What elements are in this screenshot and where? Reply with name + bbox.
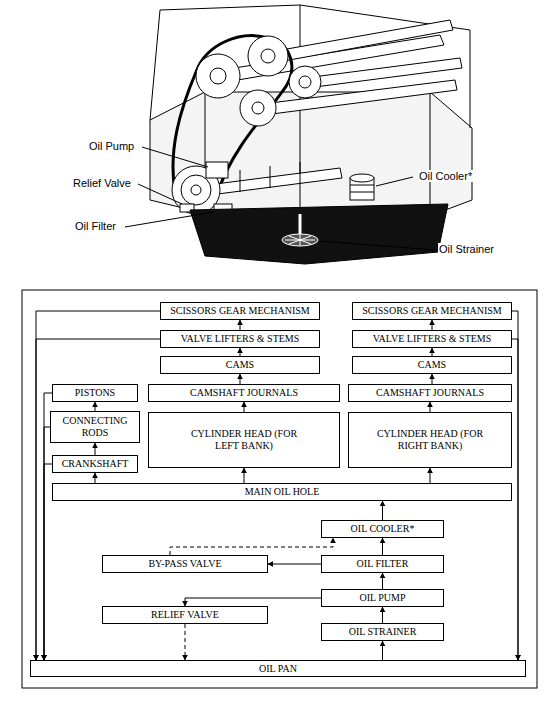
process-box: VALVE LIFTERS & STEMS	[352, 330, 512, 348]
process-box: SCISSORS GEAR MECHANISM	[352, 302, 512, 320]
process-box: CYLINDER HEAD (FOR RIGHT BANK)	[348, 412, 512, 468]
box-text: CAMSHAFT JOURNALS	[376, 387, 484, 399]
box-text: SCISSORS GEAR MECHANISM	[170, 305, 309, 317]
process-box: MAIN OIL HOLE	[52, 483, 512, 501]
process-box: RELIEF VALVE	[102, 606, 268, 624]
flow-arrow	[244, 402, 245, 412]
flow-arrow	[512, 311, 518, 660]
box-text: CYLINDER HEAD (FOR RIGHT BANK)	[370, 428, 490, 452]
flow-arrow	[240, 348, 241, 356]
flow-arrow	[244, 468, 245, 483]
part-name: Oil Strainer	[438, 243, 495, 255]
process-box: OIL COOLER*	[321, 520, 444, 538]
process-box: OIL STRAINER	[321, 623, 444, 641]
box-text: MAIN OIL HOLE	[245, 486, 320, 498]
flow-arrow	[430, 402, 431, 412]
flow-arrow	[44, 427, 50, 660]
box-text: OIL PUMP	[359, 592, 405, 604]
process-box: BY-PASS VALVE	[102, 555, 268, 573]
box-text: CYLINDER HEAD (FOR LEFT BANK)	[184, 428, 304, 452]
box-text: VALVE LIFTERS & STEMS	[373, 333, 492, 345]
flow-arrow	[382, 538, 383, 555]
part-name: Oil Filter	[74, 220, 117, 232]
flow-arrow	[95, 473, 96, 483]
process-box: CONNECTING RODS	[50, 411, 140, 443]
flow-arrow	[430, 468, 431, 483]
process-box: CRANKSHAFT	[52, 455, 138, 473]
process-box: OIL PAN	[30, 660, 526, 677]
box-text: CAMSHAFT JOURNALS	[190, 387, 298, 399]
flow-arrow	[170, 538, 333, 555]
flow-arrow	[382, 501, 383, 520]
chart-frame	[22, 290, 537, 688]
process-box: CAMS	[160, 356, 320, 374]
process-box: CYLINDER HEAD (FOR LEFT BANK)	[148, 412, 340, 468]
part-name: Oil Cooler*	[418, 170, 473, 182]
process-box: OIL PUMP	[321, 589, 444, 607]
flow-arrow	[44, 464, 52, 660]
flow-arrow	[432, 348, 433, 356]
engine-drawing	[150, 5, 472, 264]
flow-arrow	[382, 641, 383, 660]
flow-arrow	[185, 624, 186, 660]
box-text: RELIEF VALVE	[151, 609, 219, 621]
flow-arrow	[240, 374, 241, 384]
flow-arrow	[512, 339, 518, 660]
box-text: OIL PAN	[259, 663, 297, 675]
flow-arrow	[95, 402, 96, 411]
process-box: VALVE LIFTERS & STEMS	[160, 330, 320, 348]
box-text: PISTONS	[75, 387, 115, 399]
box-text: VALVE LIFTERS & STEMS	[181, 333, 300, 345]
flow-arrow	[432, 320, 433, 330]
flow-arrow	[95, 443, 96, 455]
box-text: OIL STRAINER	[349, 626, 417, 638]
box-text: SCISSORS GEAR MECHANISM	[362, 305, 501, 317]
flow-arrow	[185, 598, 321, 606]
flow-arrow	[382, 607, 383, 623]
flow-arrow	[240, 320, 241, 330]
box-text: CONNECTING RODS	[55, 415, 135, 439]
box-text: CAMS	[418, 359, 446, 371]
flow-arrow	[382, 573, 383, 589]
box-text: CRANKSHAFT	[62, 458, 129, 470]
process-box: CAMSHAFT JOURNALS	[148, 384, 340, 402]
process-box: OIL FILTER	[321, 555, 444, 573]
process-box: CAMSHAFT JOURNALS	[348, 384, 512, 402]
box-text: OIL COOLER*	[351, 523, 415, 535]
box-text: BY-PASS VALVE	[148, 558, 221, 570]
process-box: PISTONS	[52, 384, 138, 402]
flow-arrow	[268, 564, 321, 565]
flow-arrow	[432, 374, 433, 384]
leader-lines	[125, 147, 435, 250]
box-text: OIL FILTER	[357, 558, 409, 570]
part-name: Oil Pump	[88, 140, 135, 152]
process-box: SCISSORS GEAR MECHANISM	[160, 302, 320, 320]
part-name: Relief Valve	[72, 177, 132, 189]
box-text: CAMS	[226, 359, 254, 371]
process-box: CAMS	[352, 356, 512, 374]
